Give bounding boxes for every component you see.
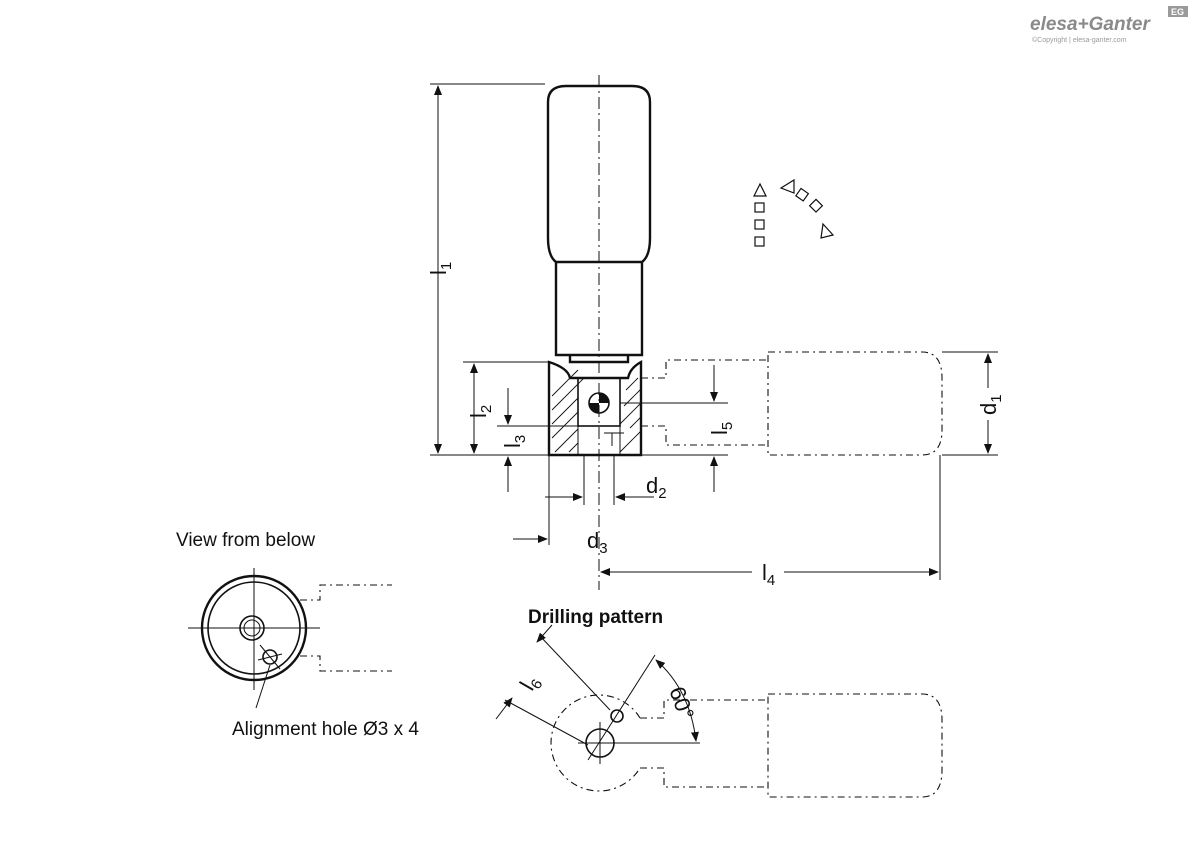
alignment-hole-label: Alignment hole Ø3 x 4: [232, 719, 419, 740]
ghost-lever-grip: [767, 351, 943, 456]
brand-copyright: ©Copyright | elesa-ganter.com: [1032, 36, 1127, 44]
grip-neck: [568, 355, 630, 364]
view-from-below: View from below Alignment hole Ø3 x 4: [176, 530, 419, 740]
pattern-pin-hole: [610, 709, 624, 723]
bottom-alignment-hole: [262, 649, 278, 665]
pattern-lever-arm: [640, 699, 768, 788]
direction-symbols: [753, 178, 835, 247]
ghost-lever-arm: [641, 359, 768, 379]
dim-d1-label: d1: [976, 394, 1005, 415]
dim-l3-label: l3: [500, 435, 529, 448]
brand-logo: elesa+Ganter EG ©Copyright | elesa-gante…: [1030, 6, 1188, 44]
brand-badge-box: [1168, 6, 1188, 17]
pattern-lever-grip: [767, 693, 943, 798]
main-view: l1 l2 l3 l5 d1 d2 d3 l4: [426, 75, 1005, 590]
ghost-lever-arm-lower: [641, 425, 768, 446]
brand-name: elesa+Ganter: [1030, 14, 1151, 35]
drilling-pattern: Drilling pattern l6 60°: [495, 607, 943, 798]
dim-d3-label: d3: [587, 528, 608, 557]
brand-badge: EG: [1171, 7, 1184, 17]
ball-detent-fill: [589, 393, 609, 413]
dim-l6-label: l6: [515, 671, 547, 697]
dim-d2-label: d2: [646, 473, 667, 502]
angle-arc: [655, 659, 699, 742]
pattern-hub-outline: [550, 694, 641, 792]
dim-l4-label: l4: [762, 560, 775, 589]
drilling-pattern-title: Drilling pattern: [528, 607, 663, 628]
dim-l2-label: l2: [466, 405, 495, 418]
view-from-below-title: View from below: [176, 530, 315, 551]
angle-label: 60°: [664, 683, 699, 723]
dim-l1-label: l1: [426, 262, 455, 275]
dim-l5-label: l5: [707, 422, 736, 435]
bottom-lever-stub: [300, 584, 392, 672]
grip-shank: [554, 262, 644, 357]
hub-body: [547, 359, 643, 457]
grip-knob: [546, 84, 652, 264]
